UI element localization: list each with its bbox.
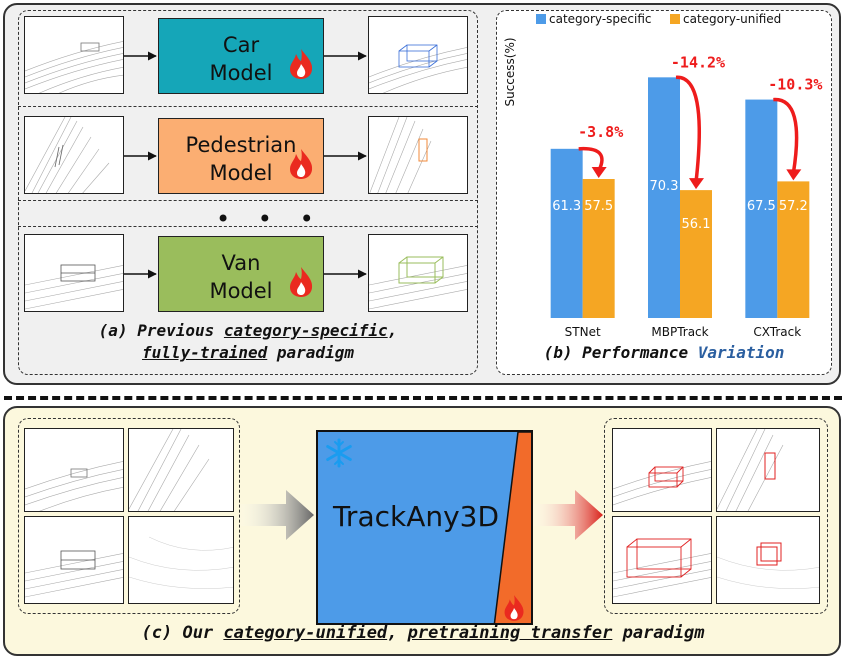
panel-a-caption: (a) Previous category-specific, fully-tr… [20,320,476,364]
drop-arrowhead-mbptrack [689,178,704,190]
caption-a-prefix: (a) Previous [98,321,224,340]
legend-swatch-1 [536,14,546,24]
bar-cxtrack-2 [777,181,810,318]
flame-icon [287,48,315,87]
y-axis-label: Success(%) [503,37,517,106]
flame-icon [287,148,315,187]
caption-c-suffix: paradigm [612,623,705,643]
output-thumb-1 [612,428,712,512]
caption-c-comma: , [387,623,408,643]
bar-value-stnet-2: 57.5 [584,199,613,214]
input-thumb-3 [24,516,124,604]
panel-b-caption: (b) Performance Variation [498,343,830,362]
category-label-mbptrack: MBPTrack [651,325,708,339]
adapter-wedge [493,432,531,623]
row-separator-2 [18,200,478,201]
bar-value-mbptrack-1: 70.3 [650,179,679,194]
drop-arrow-mbptrack [675,75,701,183]
drop-label-stnet: -3.8% [578,123,623,141]
bar-stnet-2 [582,179,615,318]
caption-a-comma: , [387,321,398,340]
output-arrow-icon [533,490,603,540]
category-label-cxtrack: CXTrack [753,325,801,339]
drop-label-mbptrack: -14.2% [671,53,725,71]
panel-c-caption: (c) Our category-unified, pretraining tr… [20,623,826,643]
car-model-box: Car Model [158,18,324,94]
output-thumb-3 [612,516,712,604]
van-model-line1: Van [221,251,261,275]
section-divider [4,396,842,400]
van-model-box: Van Model [158,236,324,312]
pedestrian-model-line1: Pedestrian [185,133,297,157]
bar-value-cxtrack-1: 67.5 [747,199,776,214]
car-model-line2: Model [209,61,273,85]
snowflake-icon [324,438,354,472]
legend-swatch-2 [670,14,680,24]
bar-mbptrack-1 [648,77,680,319]
output-result-car [368,16,468,94]
bar-value-stnet-1: 61.3 [552,199,581,214]
van-model-line2: Model [209,279,273,303]
input-point-cloud-car [24,16,124,94]
output-result-van [368,234,468,312]
row-separator-3 [18,226,478,227]
output-result-pedestrian [368,116,468,194]
caption-a-underlined-1: category-specific [223,321,388,340]
flame-icon [287,266,315,305]
caption-a-underlined-2: fully-trained [142,343,268,362]
bar-stnet-1 [550,148,583,318]
input-arrow-icon [240,490,314,540]
drop-arrowhead-stnet [591,167,607,178]
panel-a-arrows [124,51,367,279]
input-thumb-4 [128,516,234,604]
caption-c-underlined-1: category-unified [223,623,388,643]
caption-b-highlight: Variation [697,343,785,362]
more-categories-dots: • • • [216,205,324,233]
panel-a-box [18,10,478,375]
bar-cxtrack-1 [745,99,778,318]
input-point-cloud-van [24,234,124,312]
input-thumb-1 [24,428,124,512]
bar-value-mbptrack-2: 56.1 [682,217,711,232]
bar-mbptrack-2 [680,190,712,318]
trackany3d-model-box [316,430,533,625]
input-thumb-2 [128,428,234,512]
trackany3d-title: TrackAny3D [332,500,500,533]
flame-icon [502,594,526,623]
input-point-cloud-pedestrian [24,116,124,194]
caption-b-prefix: (b) Performance [543,343,698,362]
caption-a-suffix: paradigm [267,343,354,362]
car-model-line1: Car [222,33,260,57]
legend-label-1: category-specific [549,12,652,26]
pedestrian-model-line2: Model [209,161,273,185]
output-thumb-4 [716,516,820,604]
bar-value-cxtrack-2: 57.2 [779,199,808,214]
output-thumb-2 [716,428,820,512]
drop-arrowhead-cxtrack [786,169,802,181]
category-label-stnet: STNet [565,325,601,339]
row-separator-1 [18,106,478,107]
caption-c-underlined-2: pretraining transfer [407,623,613,643]
caption-c-prefix: (c) Our [141,623,224,643]
drop-label-cxtrack: -10.3% [768,76,822,94]
legend-label-2: category-unified [683,12,781,26]
drop-arrow-cxtrack [773,97,799,174]
performance-chart: category-specific category-unifiedSuccess… [503,12,822,339]
pedestrian-model-box: Pedestrian Model [158,118,324,194]
